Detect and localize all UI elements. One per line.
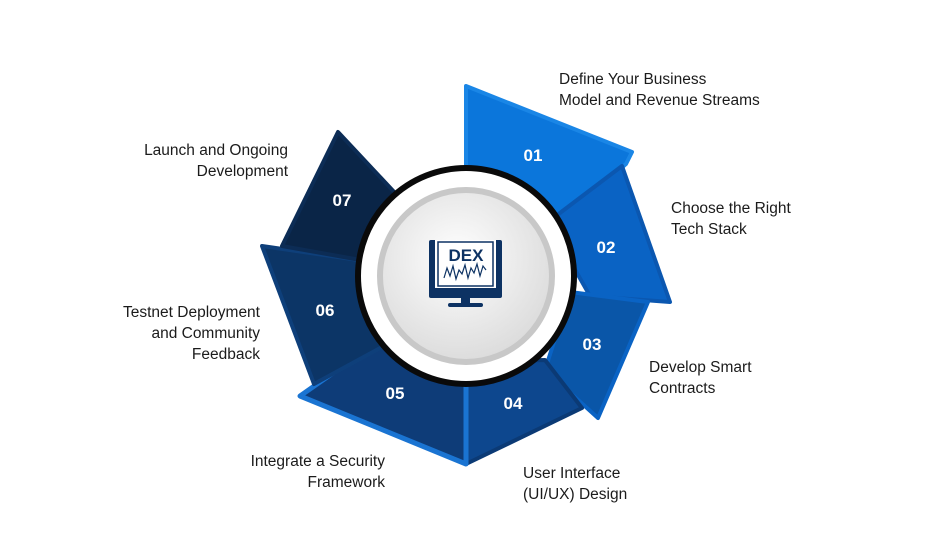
label-line: Integrate a Security	[250, 453, 385, 470]
label-line: Tech Stack	[671, 221, 747, 238]
step-label-03: Develop Smart Contracts	[649, 357, 752, 399]
step-number-03: 03	[583, 335, 602, 354]
step-label-04: User Interface (UI/UX) Design	[523, 463, 627, 505]
step-label-06: Testnet Deployment and Community Feedbac…	[123, 302, 260, 365]
label-line: Choose the Right	[671, 200, 791, 217]
step-number-07: 07	[333, 191, 352, 210]
label-line: Launch and Ongoing	[144, 142, 288, 159]
label-line: (UI/UX) Design	[523, 486, 628, 503]
label-line: User Interface	[523, 465, 621, 482]
label-line: Framework	[307, 474, 385, 491]
step-label-01: Define Your Business Model and Revenue S…	[559, 69, 760, 111]
step-number-04: 04	[504, 394, 523, 413]
step-label-05: Integrate a Security Framework	[251, 451, 385, 493]
label-line: Define Your Business	[559, 71, 707, 88]
label-line: Develop Smart	[649, 359, 752, 376]
step-label-07: Launch and Ongoing Development	[144, 140, 288, 182]
label-line: Model and Revenue Streams	[559, 92, 760, 109]
label-line: Feedback	[191, 346, 260, 363]
step-number-05: 05	[386, 384, 405, 403]
label-line: Testnet Deployment	[123, 304, 260, 321]
step-number-01: 01	[524, 146, 543, 165]
label-line: and Community	[151, 325, 260, 342]
label-line: Contracts	[649, 380, 716, 397]
step-number-06: 06	[316, 301, 335, 320]
dex-monitor-chart-icon	[429, 240, 502, 307]
step-label-02: Choose the Right Tech Stack	[671, 198, 791, 240]
step-number-02: 02	[597, 238, 616, 257]
label-line: Development	[196, 163, 288, 180]
dex-logo-text: DEX	[449, 246, 485, 265]
